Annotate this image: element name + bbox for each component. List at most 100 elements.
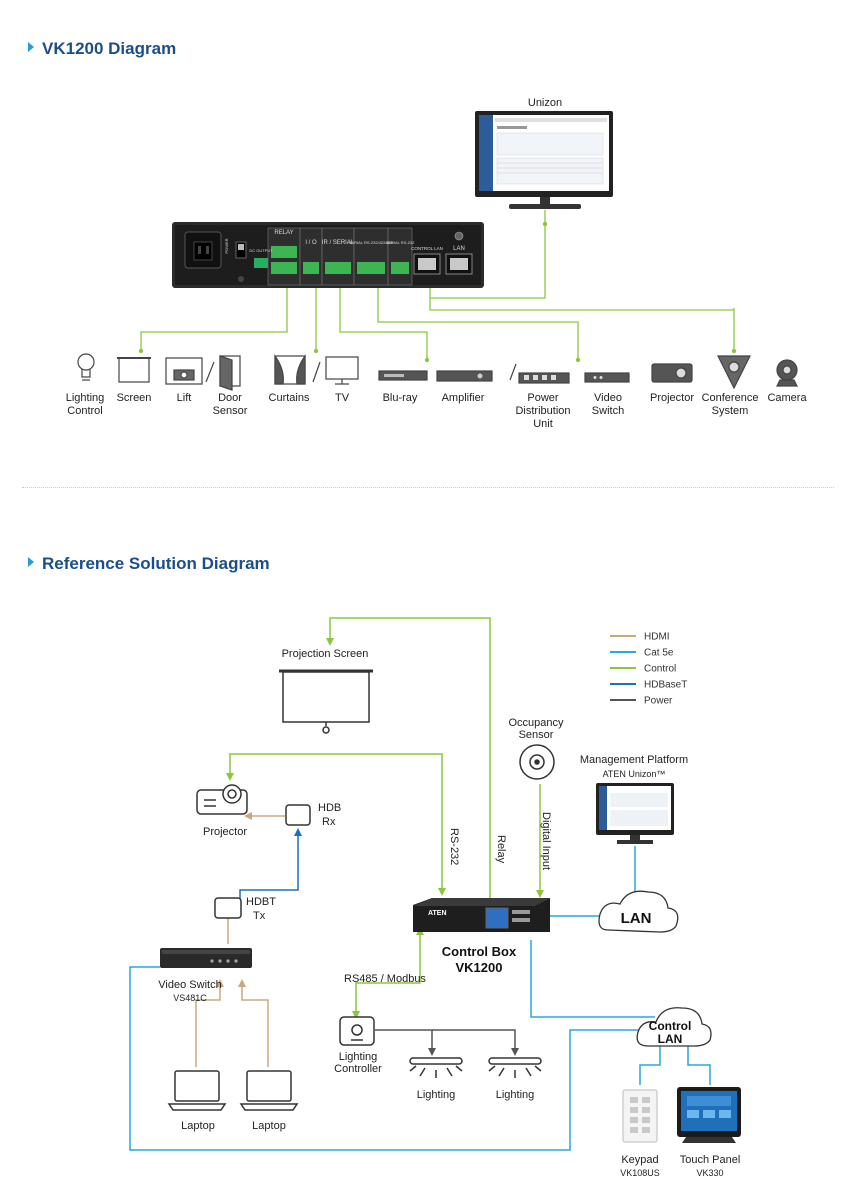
aten-brand-label: ATEN: [428, 910, 447, 917]
lighting-controller-label-2: Controller: [334, 1063, 382, 1075]
door-sensor-icon: [219, 355, 241, 391]
lan-cloud-label: LAN: [621, 910, 652, 927]
control-box-device: ATEN: [413, 898, 550, 932]
peripheral-label-amplifier: Amplifier: [442, 392, 485, 404]
serial-485-port-label: SERIAL RS-232/422/485: [349, 240, 394, 245]
control-lan-label-2: LAN: [658, 1032, 683, 1046]
hdbt-tx-icon: [214, 897, 242, 919]
peripheral-label-curtains: Curtains: [269, 392, 310, 404]
hdb-rx-icon: [285, 804, 311, 826]
separator: [509, 363, 517, 381]
video-switch-model: VS481C: [173, 993, 207, 1003]
unizon-monitor: [475, 111, 613, 209]
peripheral-label-lighting: Lighting: [66, 392, 105, 404]
separator: [312, 361, 321, 383]
digital-input-label: Digital Input: [540, 812, 552, 870]
relay-label: Relay: [495, 835, 507, 864]
projector-icon: [196, 784, 248, 815]
management-platform-label: Management Platform: [580, 754, 688, 766]
amplifier-icon: [436, 370, 493, 382]
hdbt-tx-label-1: HDBT: [246, 896, 276, 908]
laptop-b-icon: [239, 1070, 299, 1111]
power-label: POWER: [224, 238, 229, 253]
management-monitor: [596, 783, 674, 844]
tv-icon: [325, 356, 359, 385]
arrow-right-icon: [28, 42, 34, 52]
laptop-b-label: Laptop: [252, 1120, 286, 1132]
peripheral-label-conference: Conference: [702, 392, 759, 404]
legend-label: HDBaseT: [644, 680, 687, 691]
hdb-rx-label-2: Rx: [322, 816, 336, 828]
connections: [129, 617, 711, 1151]
projector-icon: [651, 363, 693, 383]
lighting-a-icon: [409, 1057, 463, 1078]
peripheral-label-tv: TV: [335, 392, 350, 404]
touch-panel-label: Touch Panel: [680, 1154, 741, 1166]
relay-port-label: RELAY: [274, 230, 293, 236]
video-switch-icon: [584, 372, 630, 383]
legend-label: HDMI: [644, 632, 670, 643]
monitor-label: Unizon: [528, 97, 562, 109]
peripheral-label-camera: Camera: [767, 392, 807, 404]
legend-label: Power: [644, 696, 673, 707]
separator: [205, 361, 215, 383]
serial-232-port-label: SERIAL RS-232: [386, 240, 416, 245]
section-divider: [22, 487, 834, 488]
lightbulb-icon: [77, 353, 95, 381]
peripheral-label-screen: Screen: [117, 392, 152, 404]
hdb-rx-label-1: HDB: [318, 802, 341, 814]
touch-panel-model: VK330: [696, 1168, 723, 1178]
arrow-right-icon: [28, 557, 34, 567]
vk1200-diagram: Unizon: [66, 97, 808, 430]
control-lan-port-label: CONTROL LAN: [411, 246, 443, 251]
control-box-label-1: Control Box: [442, 944, 517, 959]
control-lan-cloud: Control LAN: [636, 1007, 712, 1047]
lighting-a-label: Lighting: [417, 1089, 456, 1101]
rs232-label: RS-232: [448, 828, 460, 865]
legend-label: Control: [644, 664, 676, 675]
bluray-icon: [378, 370, 428, 381]
control-box-label-2: VK1200: [456, 960, 503, 975]
keypad-label: Keypad: [621, 1154, 658, 1166]
projector-label: Projector: [203, 826, 247, 838]
section-title-text: Reference Solution Diagram: [42, 554, 270, 573]
camera-icon: [776, 359, 798, 387]
peripheral-label-lighting: Control: [67, 405, 102, 417]
lighting-controller-label-1: Lighting: [339, 1051, 378, 1063]
projection-screen-label: Projection Screen: [282, 648, 369, 660]
conference-system-icon: [717, 355, 751, 390]
peripheral-label-lift: Lift: [177, 392, 192, 404]
occupancy-sensor-icon: [519, 744, 555, 780]
section-title-text: VK1200 Diagram: [42, 39, 177, 58]
peripheral-label-vswitch: Switch: [592, 405, 624, 417]
video-switch-device: [160, 948, 252, 968]
control-lan-label-1: Control: [649, 1019, 692, 1033]
screen-icon: [117, 357, 151, 383]
arrowheads: [216, 638, 544, 1056]
legend-label: Cat 5e: [644, 648, 674, 659]
keypad-device: [622, 1089, 658, 1143]
lighting-b-label: Lighting: [496, 1089, 535, 1101]
connection-dots: [138, 221, 737, 363]
touch-panel-device: [677, 1087, 741, 1143]
peripheral-label-bluray: Blu-ray: [383, 392, 418, 404]
peripheral-label-pdu: Unit: [533, 418, 553, 430]
peripheral-label-conference: System: [712, 405, 749, 417]
peripheral-label-vswitch: Video: [594, 392, 622, 404]
video-switch-label: Video Switch: [158, 979, 221, 991]
peripheral-label-door: Door: [218, 392, 242, 404]
lan-cloud: LAN: [598, 890, 679, 933]
lighting-b-icon: [488, 1057, 542, 1078]
lighting-controller-icon: [339, 1016, 375, 1046]
lan-port-label: LAN: [453, 246, 465, 252]
aten-unizon-label: ATEN Unizon™: [603, 769, 666, 779]
peripheral-label-pdu: Distribution: [515, 405, 570, 417]
projection-screen-icon: [279, 669, 373, 734]
section-title-reference: Reference Solution Diagram: [28, 554, 270, 574]
io-port-label: I / O: [305, 240, 317, 246]
section-title-vk1200: VK1200 Diagram: [28, 39, 176, 59]
vk1200-device: RELAY I / O IR / SERIAL SERIAL RS-232/42…: [172, 222, 484, 288]
